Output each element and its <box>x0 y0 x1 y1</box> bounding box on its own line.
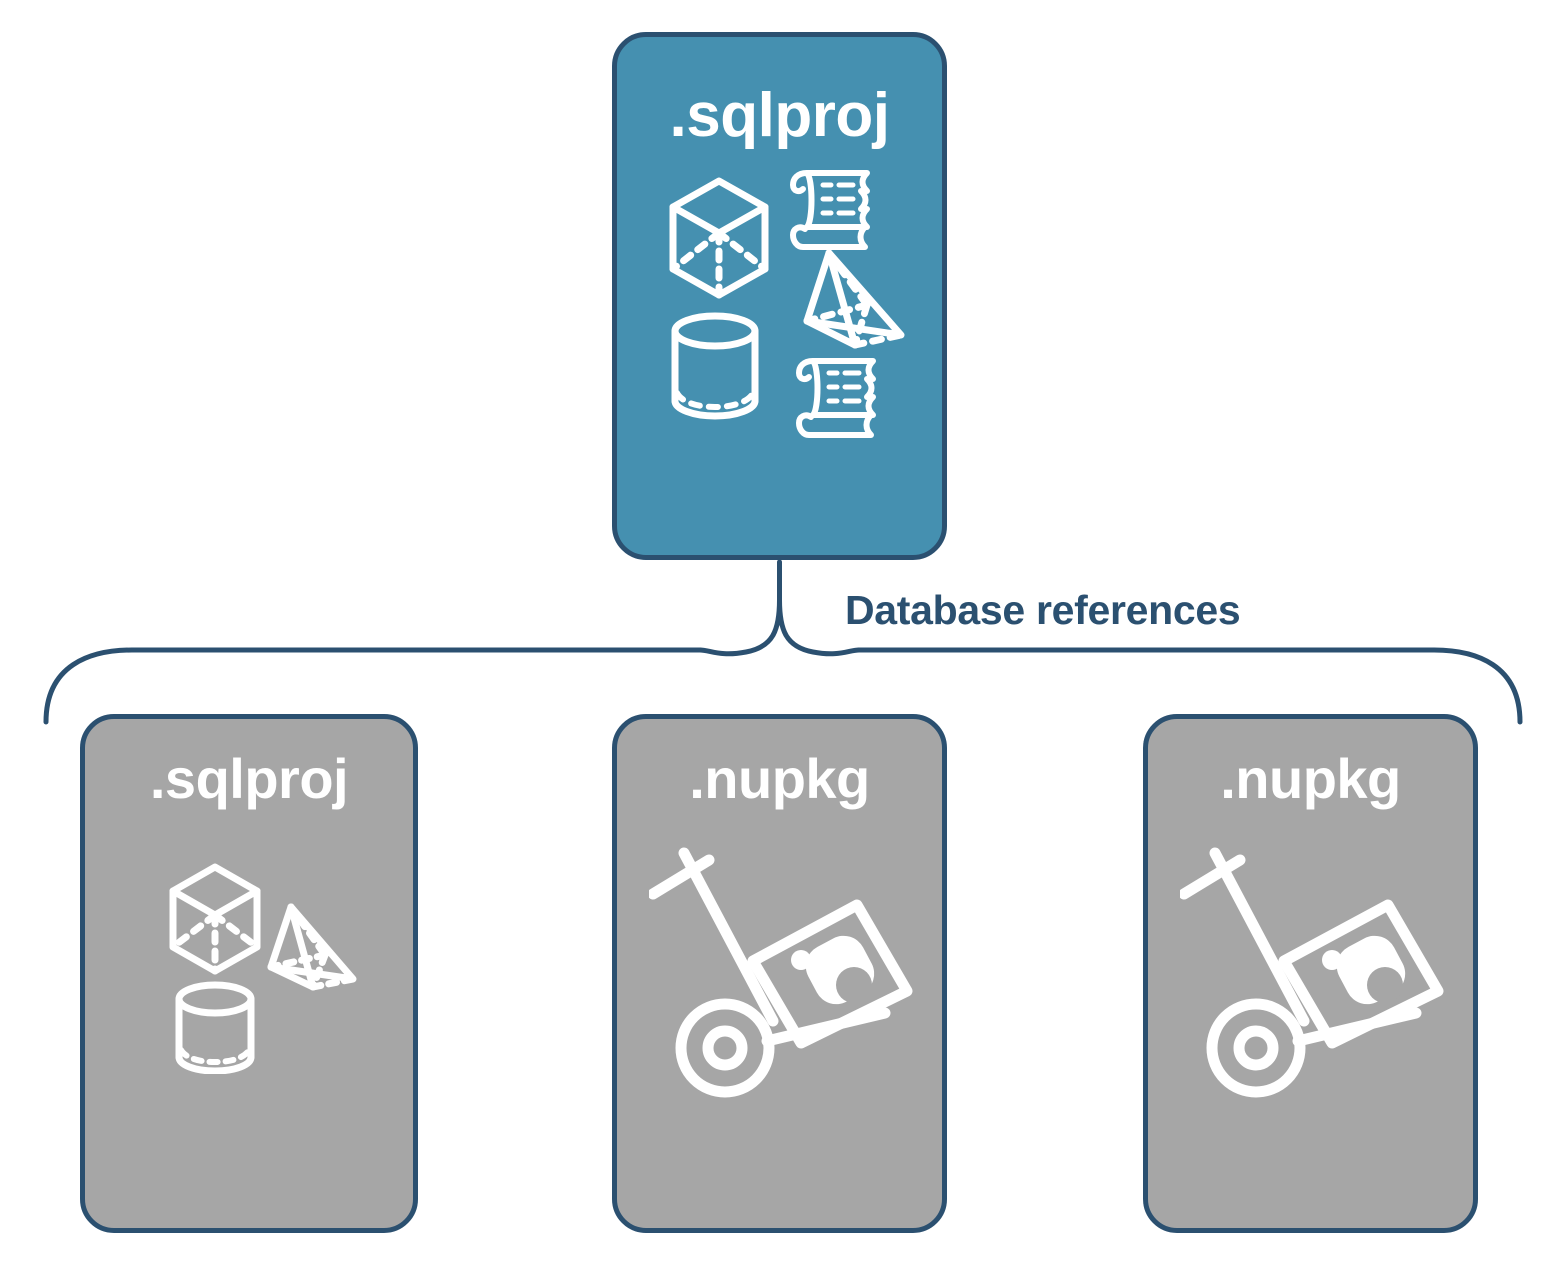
nupkg-reference-2-artwork <box>1178 843 1460 1103</box>
cylinder-icon <box>175 981 255 1075</box>
sqlproj-reference-artwork <box>157 859 377 1075</box>
scroll-icon <box>796 358 876 438</box>
nuget-logo-cutouts <box>1367 967 1403 1003</box>
node-sqlproj-reference[interactable]: .sqlproj <box>80 714 418 1233</box>
nuget-logo-icon <box>791 935 875 1005</box>
cube-icon <box>669 177 769 299</box>
node-title-sqlproj-root: .sqlproj <box>669 81 890 150</box>
nuget-handtruck-icon <box>1178 847 1444 1098</box>
cylinder-icon <box>671 312 759 420</box>
sqlproj-root-artwork <box>655 159 915 449</box>
cube-icon <box>169 863 261 975</box>
nuget-logo-icon <box>1322 935 1406 1005</box>
edge-label-database-references: Database references <box>845 587 1241 633</box>
node-title-nupkg-reference-2: .nupkg <box>1220 747 1401 810</box>
nupkg-reference-1-artwork <box>647 843 929 1103</box>
node-nupkg-reference-1[interactable]: .nupkg <box>612 714 947 1233</box>
node-nupkg-reference-2[interactable]: .nupkg <box>1143 714 1478 1233</box>
node-sqlproj-root[interactable]: .sqlproj <box>612 32 947 560</box>
pyramid-icon <box>267 903 357 991</box>
node-title-nupkg-reference-1: .nupkg <box>689 747 870 810</box>
node-title-sqlproj-reference: .sqlproj <box>149 747 349 810</box>
nuget-logo-cutouts <box>836 967 872 1003</box>
pyramid-icon <box>803 249 905 349</box>
scroll-icon <box>790 170 870 250</box>
nuget-handtruck-icon <box>647 847 913 1098</box>
